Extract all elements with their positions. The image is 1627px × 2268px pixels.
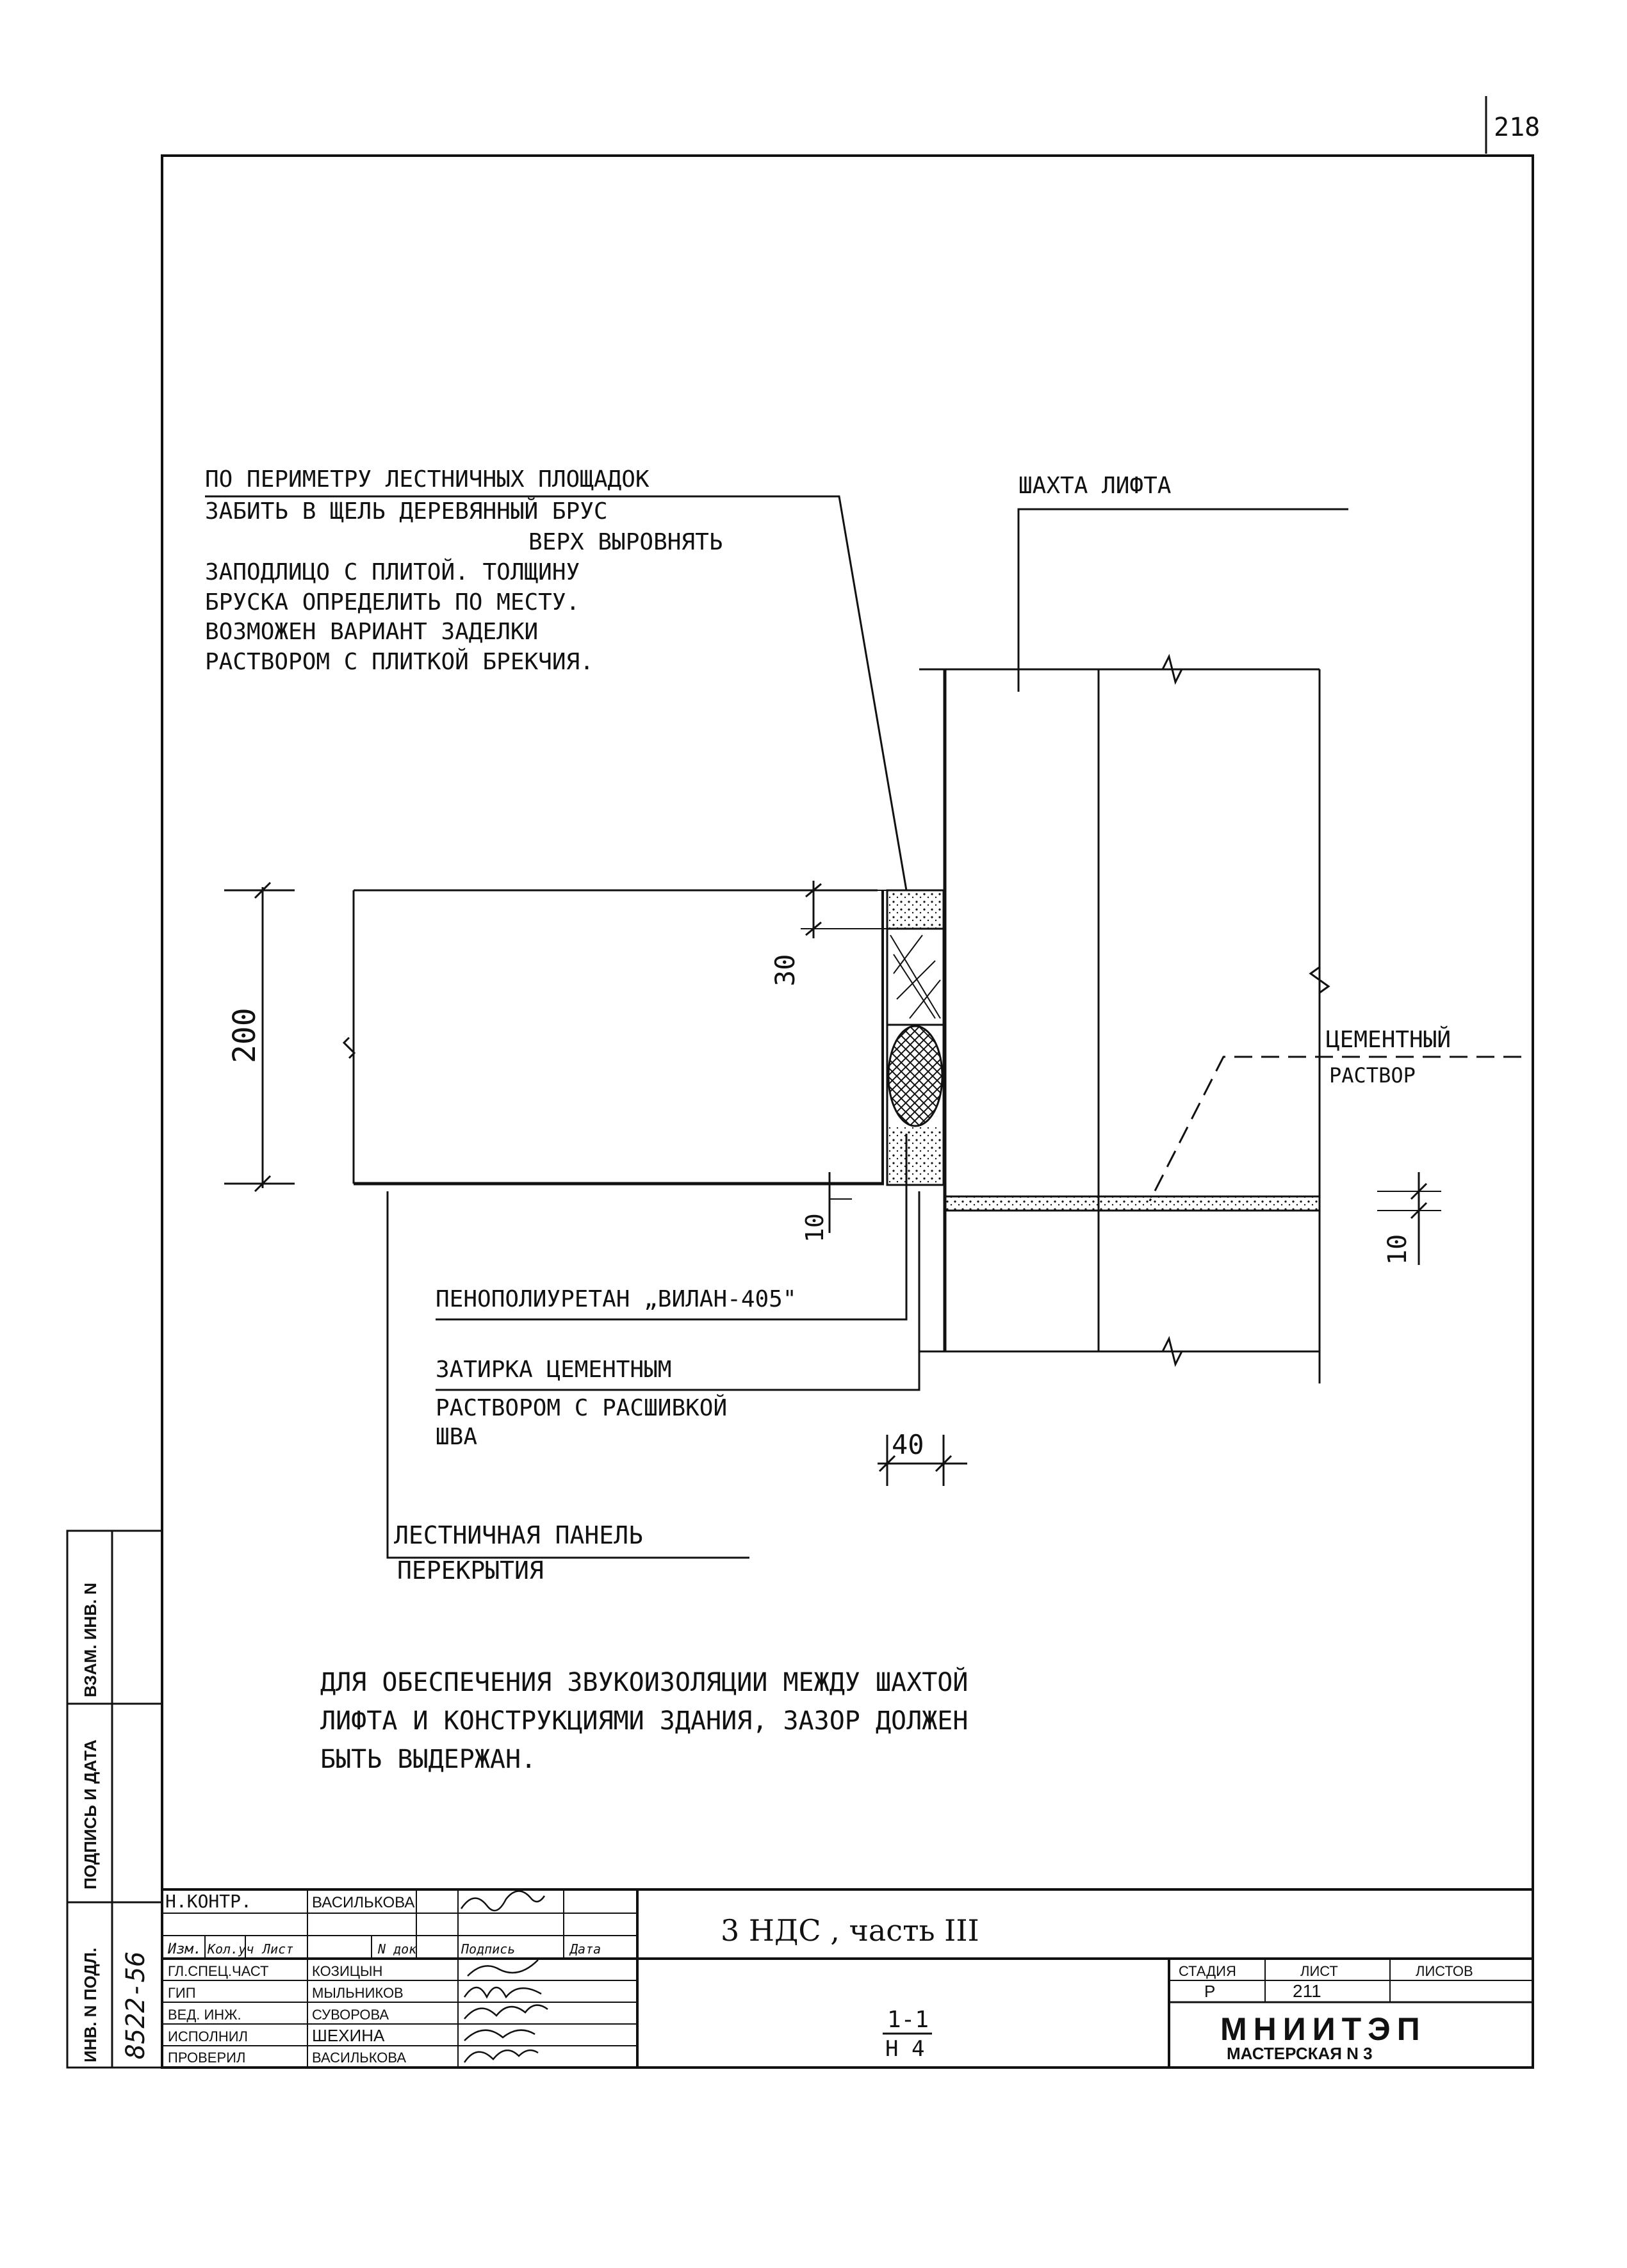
panel-leader [386, 1191, 749, 1559]
dimension-30: 30 [769, 881, 887, 986]
perimeter-note-line-7: РАСТВОРОМ С ПЛИТКОЙ БРЕКЧИЯ. [205, 648, 594, 675]
perimeter-note-line-1: ПО ПЕРИМЕТРУ ЛЕСТНИЧНЫХ ПЛОЩАДОК [205, 466, 650, 493]
side-stamp-inv-label: ИНВ. N ПОДЛ. [81, 1948, 100, 2062]
stage-value: Р [1204, 1982, 1215, 2001]
signature-3 [463, 1986, 542, 1999]
grout-top [886, 889, 945, 930]
panel-label-line-1: ЛЕСТНИЧНАЯ ПАНЕЛЬ [394, 1521, 643, 1549]
dimension-top-gap: 30 [769, 954, 801, 986]
row-name-2: МЫЛЬНИКОВ [312, 1985, 404, 2001]
sheet-frame [161, 154, 1534, 2069]
perimeter-note-line-2: ЗАБИТЬ В ЩЕЛЬ ДЕРЕВЯННЫЙ БРУС [205, 498, 608, 525]
stair-panel [342, 889, 884, 1186]
foam-label: ПЕНОПОЛИУРЕТАН „ВИЛАН-405" [436, 1286, 797, 1312]
shaft-wall [919, 653, 1330, 1383]
header-ndok: N док [377, 1941, 417, 1957]
dimension-bottom-gap: 10 [801, 1213, 829, 1243]
bottom-note-line-3: БЫТЬ ВЫДЕРЖАН. [320, 1745, 536, 1774]
row-role-2: ГИП [168, 1985, 196, 2001]
side-stamp-inventory-number: 8522-56 [121, 1951, 151, 2059]
row-name-3: СУВОРОВА [312, 2007, 389, 2023]
sheet-value: 211 [1293, 1981, 1321, 2001]
bottom-note-line-1: ДЛЯ ОБЕСПЕЧЕНИЯ ЗВУКОИЗОЛЯЦИИ МЕЖДУ ШАХТ… [320, 1667, 968, 1697]
dimension-200: 200 [224, 881, 295, 1193]
perimeter-note-line-6: ВОЗМОЖЕН ВАРИАНТ ЗАДЕЛКИ [205, 619, 538, 645]
mortar-label-line-2: РАСТВОР [1329, 1063, 1416, 1088]
nkontr-label: Н.КОНТР. [165, 1891, 252, 1912]
organization: МНИИТЭП [1220, 2011, 1427, 2047]
workshop: МАСТЕРСКАЯ N 3 [1227, 2044, 1373, 2063]
bottom-note-line-2: ЛИФТА И КОНСТРУКЦИЯМИ ЗДАНИЯ, ЗАЗОР ДОЛЖ… [320, 1706, 968, 1736]
shaft-leader [1017, 508, 1348, 692]
panel-label-line-2: ПЕРЕКРЫТИЯ [397, 1556, 544, 1585]
grout-label-line-1: ЗАТИРКА ЦЕМЕНТНЫМ [436, 1357, 671, 1383]
row-name-4: ШЕХИНА [312, 2026, 385, 2045]
gap-filling [886, 889, 945, 1186]
dimension-10-right: 10 [1377, 1172, 1441, 1265]
header-izm: Изм. [167, 1941, 202, 1957]
grout-leader [436, 1191, 920, 1391]
side-stamp-sign-label: ПОДПИСЬ И ДАТА [81, 1740, 100, 1889]
section-mark-top: 1-1 [887, 2007, 929, 2033]
header-data: Дата [569, 1941, 601, 1957]
perimeter-note-leader [205, 495, 908, 891]
header-podpis: Подпись [461, 1941, 515, 1957]
dimension-right-gap: 10 [1383, 1234, 1412, 1265]
section-mark-bottom: Н 4 [885, 2036, 924, 2062]
perimeter-note-line-5: БРУСКА ОПРЕДЕЛИТЬ ПО МЕСТУ. [205, 589, 580, 616]
row-role-1: ГЛ.СПЕЦ.ЧАСТ [168, 1963, 268, 1979]
dimension-10-bottom: 10 [801, 1172, 852, 1243]
stage-label: СТАДИЯ [1179, 1963, 1236, 1979]
perimeter-note-line-3: ВЕРХ ВЫРОВНЯТЬ [528, 529, 723, 555]
perimeter-note-line-4: ЗАПОДЛИЦО С ПЛИТОЙ. ТОЛЩИНУ [205, 559, 580, 585]
foam-cord [887, 1025, 944, 1127]
nkontr-name: ВАСИЛЬКОВА [312, 1894, 414, 1911]
perimeter-note: ПО ПЕРИМЕТРУ ЛЕСТНИЧНЫХ ПЛОЩАДОК ЗАБИТЬ … [205, 466, 723, 675]
header-list: Лист [261, 1941, 293, 1957]
signature-4 [464, 2004, 548, 2019]
row-role-4: ИСПОЛНИЛ [168, 2028, 248, 2044]
grout-label-line-3: ШВА [436, 1424, 477, 1450]
signature-2 [467, 1959, 539, 1977]
side-stamp-replace-label: ВЗАМ. ИНВ. N [81, 1583, 100, 1697]
grout-bottom [888, 1127, 943, 1184]
mortar-leader [1149, 1056, 1521, 1202]
row-role-5: ПРОВЕРИЛ [168, 2050, 245, 2066]
sheet-label: ЛИСТ [1300, 1963, 1338, 1979]
sheets-label: ЛИСТОВ [1416, 1963, 1473, 1979]
grout-label-line-2: РАСТВОРОМ С РАСШИВКОЙ [436, 1394, 727, 1421]
row-name-1: КОЗИЦЫН [312, 1963, 382, 1979]
page-number: 218 [1494, 113, 1540, 142]
header-koluch: Кол.уч [207, 1941, 254, 1957]
project-title: 3 НДС , часть III [721, 1913, 979, 1948]
side-stamp: ИНВ. N ПОДЛ. ПОДПИСЬ И ДАТА ВЗАМ. ИНВ. N… [66, 1530, 163, 2069]
dimension-width: 40 [892, 1429, 924, 1460]
foam-leader [436, 1134, 908, 1321]
signature-5 [464, 2029, 536, 2041]
mortar-joint [944, 1195, 1321, 1212]
title-block: Н.КОНТР. ВАСИЛЬКОВА Изм. Кол.уч Лист N д… [161, 1888, 1534, 2069]
mortar-label-line-1: ЦЕМЕНТНЫЙ [1326, 1026, 1451, 1053]
shaft-label: ШАХТА ЛИФТА [1018, 473, 1172, 499]
row-name-5: ВАСИЛЬКОВА [312, 2050, 406, 2066]
row-role-3: ВЕД. ИНЖ. [168, 2007, 241, 2023]
signature-6 [463, 2049, 539, 2063]
dimension-height: 200 [227, 1008, 263, 1063]
signature-1 [460, 1890, 546, 1912]
dimension-40: 40 [878, 1429, 967, 1486]
